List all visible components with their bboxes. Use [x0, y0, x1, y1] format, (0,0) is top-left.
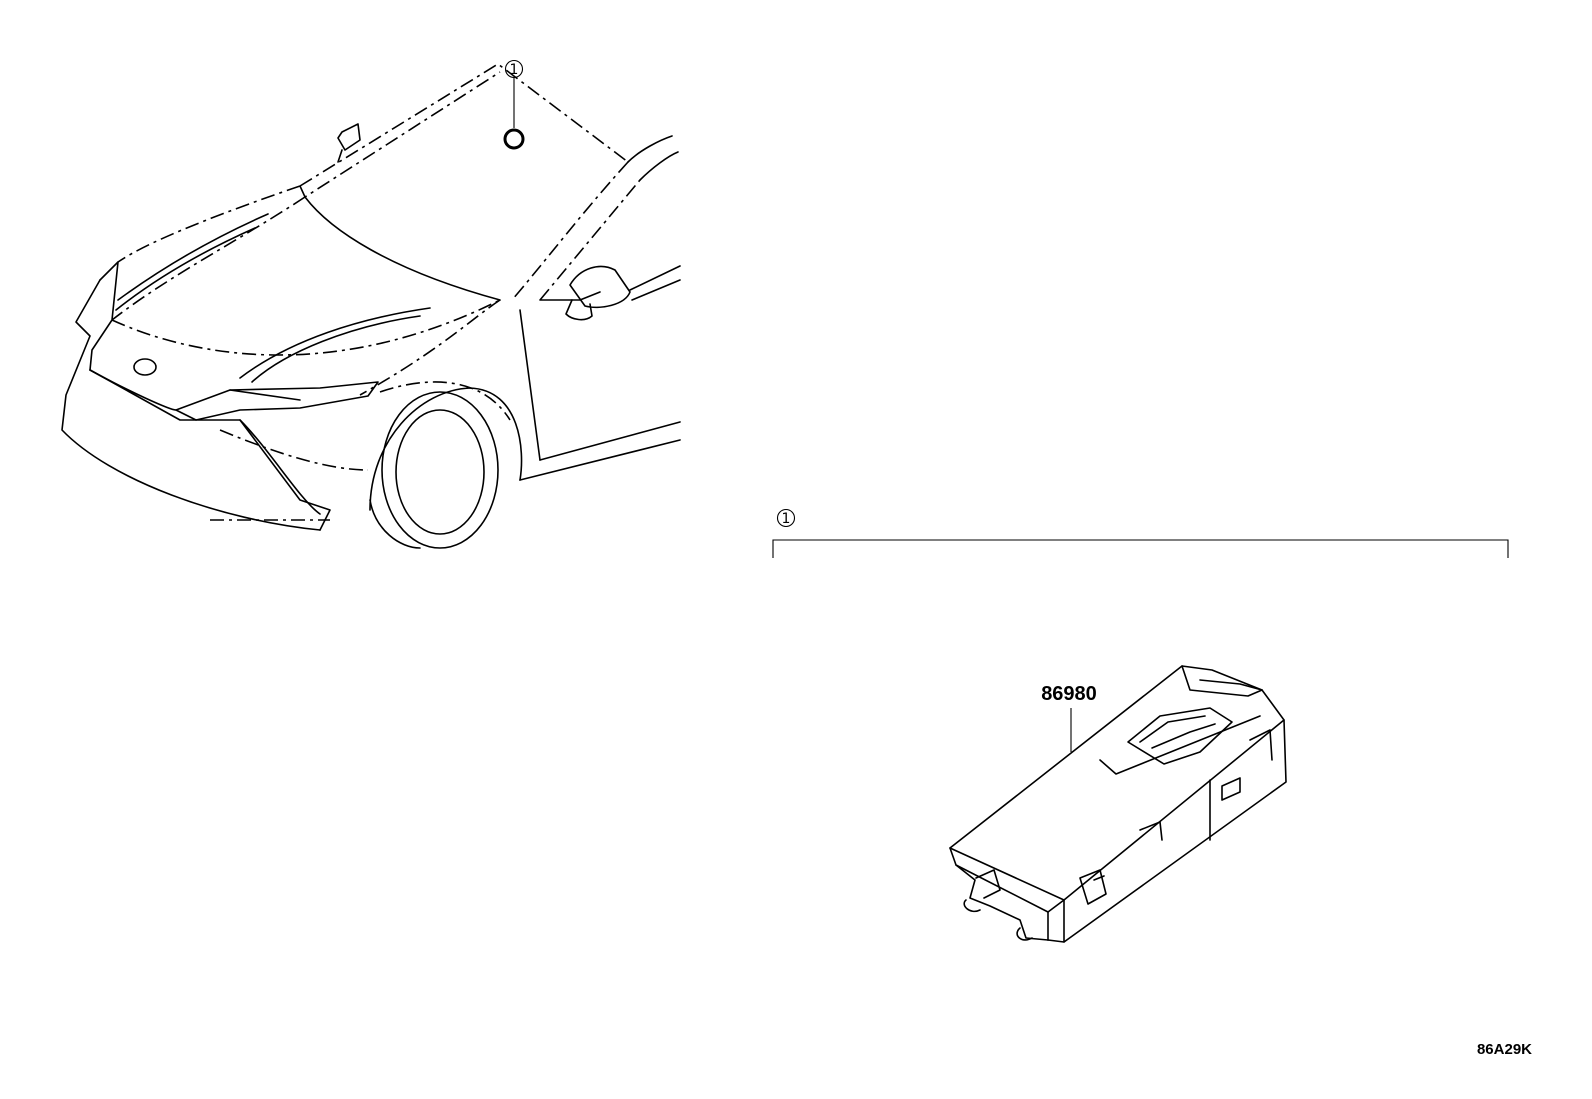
callout-1-bracket: 1: [772, 508, 1509, 558]
part-location-marker: [503, 128, 525, 150]
control-module-86980: [949, 665, 1287, 943]
callout-number: 1: [510, 62, 519, 78]
diagram-reference-code: 86A29K: [1477, 1041, 1532, 1058]
part-number: 86980: [1041, 683, 1097, 705]
callout-circle: [504, 59, 524, 79]
group-bracket: [772, 539, 1509, 558]
callout-circle: [776, 508, 796, 528]
callout-number: 1: [782, 511, 791, 527]
part-label-86980: 86980: [1041, 683, 1097, 752]
callout-1-car: 1: [503, 59, 525, 150]
vehicle-front-illustration: [61, 63, 681, 549]
